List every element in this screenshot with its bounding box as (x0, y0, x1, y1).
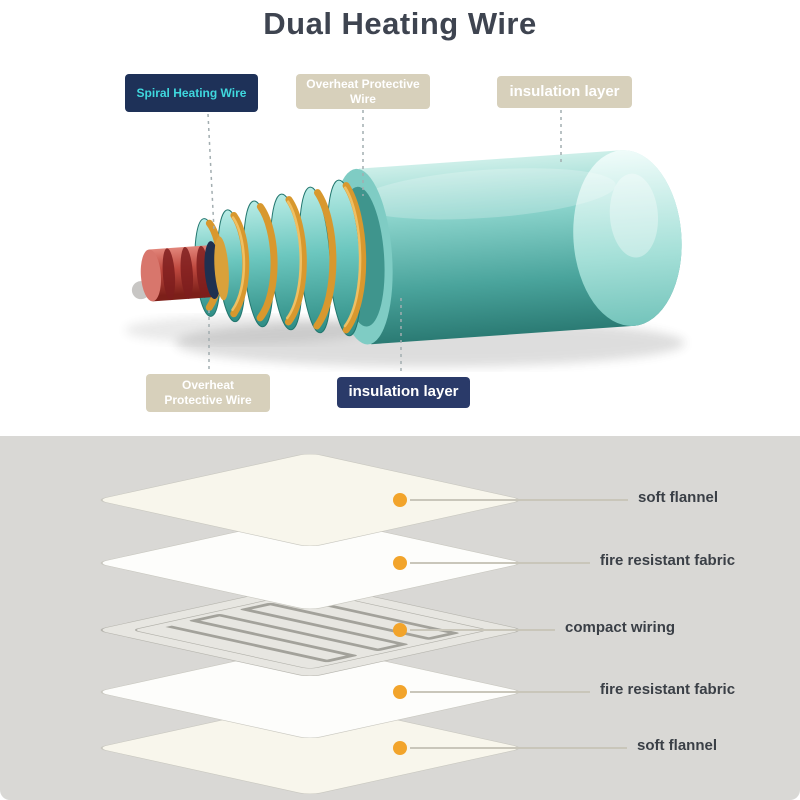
label-fire-resistant-bottom: fire resistant fabric (600, 681, 736, 698)
heating-wire-highlight (231, 186, 362, 328)
cable-assembly (131, 150, 682, 345)
page-title: Dual Heating Wire (263, 6, 537, 41)
heating-wire-spiral (205, 182, 367, 334)
label-spiral-heating-wire: Spiral Heating Wire (125, 74, 258, 112)
label-fire-resistant-top: fire resistant fabric (600, 552, 736, 569)
insulation-cylinder (331, 150, 682, 345)
label-compact-wiring: compact wiring (565, 619, 676, 636)
layers-exploded-view (100, 453, 628, 795)
label-soft-flannel-top: soft flannel (638, 489, 719, 506)
layer-fire-resistant-bottom (100, 645, 520, 739)
inner-core (131, 236, 229, 302)
layer-dots (393, 493, 407, 755)
label-overheat-protective-wire-top: Overheat Protective Wire (296, 74, 430, 109)
layer-compact-wiring (100, 583, 520, 677)
layer-soft-flannel-top (100, 453, 520, 547)
label-soft-flannel-bottom: soft flannel (637, 737, 718, 754)
wiring-trace (165, 597, 459, 663)
label-insulation-layer-top: insulation layer (497, 76, 632, 108)
label-overheat-protective-wire-bottom: Overheat Protective Wire (146, 374, 270, 412)
label-insulation-layer-bottom: insulation layer (337, 377, 470, 408)
callout-lines (207, 110, 562, 375)
layer-leader-lines (410, 499, 628, 749)
spiral-coil (194, 179, 362, 337)
layer-fire-resistant-top (100, 516, 520, 610)
cable-3d-render (125, 110, 685, 375)
layer-soft-flannel-bottom (100, 701, 520, 795)
